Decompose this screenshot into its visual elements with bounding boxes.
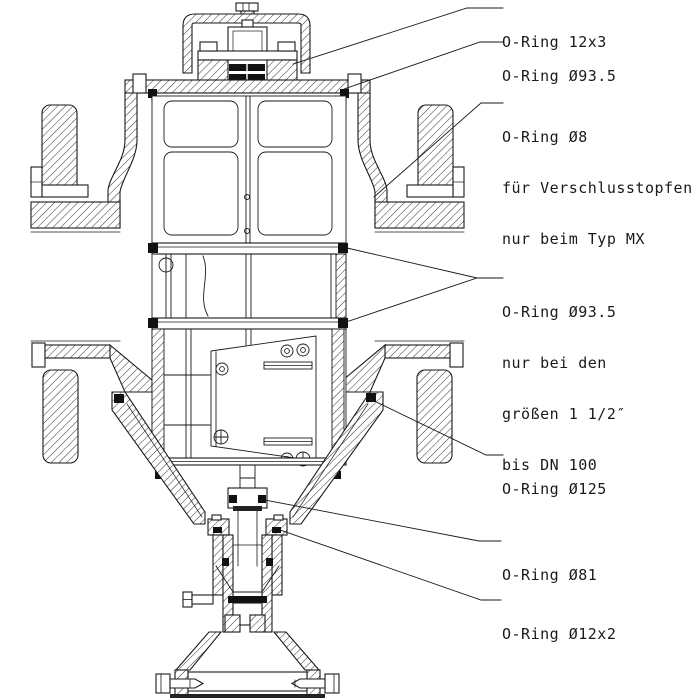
seat-cartridge bbox=[182, 487, 288, 633]
leader-lines bbox=[264, 7, 504, 601]
callout-line: für Verschlusstopfen bbox=[502, 179, 693, 197]
callout-line: bis DN 100 bbox=[502, 456, 598, 474]
leader-oring-12x3 bbox=[292, 7, 504, 65]
callout-oring-125: O-Ring Ø125 bbox=[502, 447, 607, 515]
valve-disc bbox=[210, 335, 317, 467]
leader-oring-93-5-top bbox=[343, 41, 504, 90]
callout-line: O-Ring Ø93.5 bbox=[502, 67, 617, 85]
callout-line: O-Ring Ø8 bbox=[502, 128, 588, 146]
callout-line: nur beim Typ MX bbox=[502, 230, 645, 248]
leader-oring-93-5-mid bbox=[345, 247, 504, 323]
callout-oring-8: O-Ring Ø8 für Verschlusstopfen nur beim … bbox=[502, 95, 693, 265]
callout-line: O-Ring Ø93.5 bbox=[502, 303, 617, 321]
callout-line: O-Ring Ø125 bbox=[502, 480, 607, 498]
leader-oring-81 bbox=[264, 499, 502, 542]
callout-oring-93-5-mid: O-Ring Ø93.5 nur bei den größen 1 1/2″ b… bbox=[502, 270, 626, 491]
leader-oring-8 bbox=[373, 102, 504, 198]
top-cap-assembly bbox=[182, 2, 311, 84]
callout-line: größen 1 1/2″ bbox=[502, 405, 626, 423]
callout-line: nur bei den bbox=[502, 354, 607, 372]
callout-line: O-Ring 12x3 bbox=[502, 33, 607, 51]
leader-oring-12x2 bbox=[279, 529, 502, 601]
callout-oring-93-5-top: O-Ring Ø93.5 bbox=[502, 34, 616, 102]
callout-line: O-Ring Ø81 bbox=[502, 566, 598, 584]
callout-oring-12x3: O-Ring 12x3 bbox=[502, 0, 607, 68]
callout-oring-81: O-Ring Ø81 bbox=[502, 533, 597, 601]
callout-oring-12x2: O-Ring Ø12x2 bbox=[502, 592, 616, 660]
left-pipe-flange bbox=[30, 104, 153, 464]
callout-line: O-Ring Ø12x2 bbox=[502, 625, 617, 643]
right-pipe-flange bbox=[342, 104, 465, 464]
leader-oring-125 bbox=[369, 398, 504, 456]
outlet-cone bbox=[111, 391, 384, 525]
bottom-flange bbox=[155, 631, 340, 698]
